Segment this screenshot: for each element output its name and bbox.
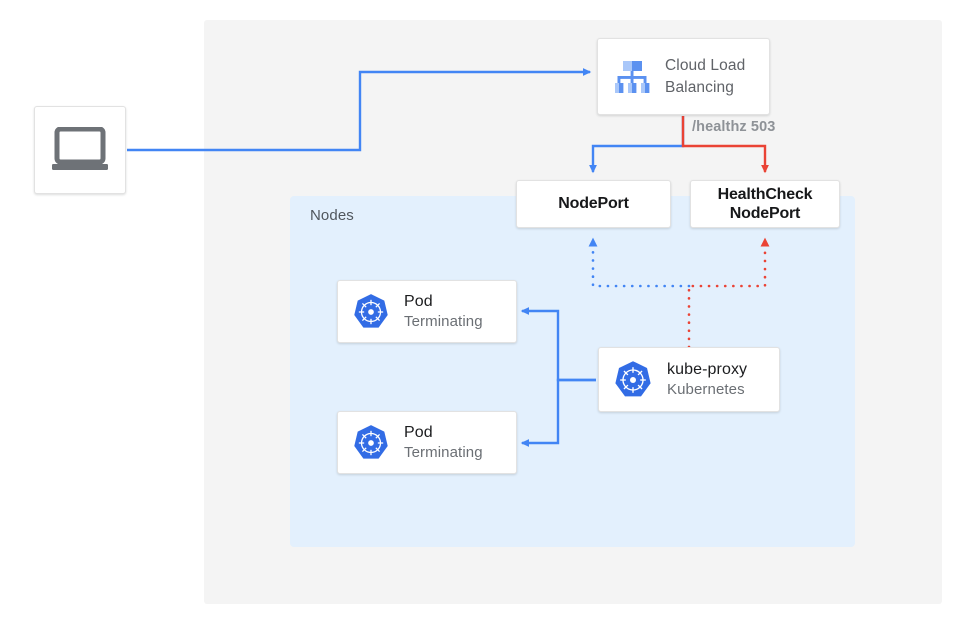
pod-text-2: Pod Terminating: [404, 423, 483, 463]
client-node[interactable]: [34, 106, 126, 194]
healthcheck-nodeport-label: HealthCheck NodePort: [718, 185, 813, 223]
healthz-edge-label: /healthz 503: [692, 119, 776, 135]
nodeport-node[interactable]: NodePort: [516, 180, 671, 228]
nodeport-label: NodePort: [558, 195, 629, 213]
pod-node-1[interactable]: Pod Terminating: [337, 280, 517, 343]
healthcheck-nodeport-node[interactable]: HealthCheck NodePort: [690, 180, 840, 228]
cloud-load-balancing-label-line2: Balancing: [665, 78, 734, 96]
healthcheck-nodeport-label-line1: HealthCheck: [717, 185, 813, 203]
kubernetes-icon: [354, 424, 388, 459]
kubernetes-icon: [615, 360, 651, 396]
cloud-load-balancing-node[interactable]: Cloud Load Balancing: [597, 38, 770, 115]
pod-title-1: Pod: [404, 292, 433, 310]
nodes-panel-label: Nodes: [310, 207, 354, 224]
kube-proxy-subtitle: Kubernetes: [667, 380, 745, 398]
pod-text-1: Pod Terminating: [404, 292, 483, 332]
cloud-load-balancing-icon: [615, 60, 650, 93]
cloud-load-balancing-label-line1: Cloud Load: [665, 56, 746, 74]
kube-proxy-node[interactable]: kube-proxy Kubernetes: [598, 347, 780, 412]
kube-proxy-text: kube-proxy Kubernetes: [667, 360, 747, 400]
pod-status-2: Terminating: [404, 443, 483, 461]
pod-status-1: Terminating: [404, 312, 483, 330]
cloud-load-balancing-label: Cloud Load Balancing: [665, 55, 745, 99]
kubernetes-icon: [354, 293, 388, 328]
pod-title-2: Pod: [404, 423, 433, 441]
laptop-icon: [52, 127, 108, 170]
pod-node-2[interactable]: Pod Terminating: [337, 411, 517, 474]
healthcheck-nodeport-label-line2: NodePort: [729, 205, 801, 222]
kube-proxy-title: kube-proxy: [667, 360, 748, 378]
